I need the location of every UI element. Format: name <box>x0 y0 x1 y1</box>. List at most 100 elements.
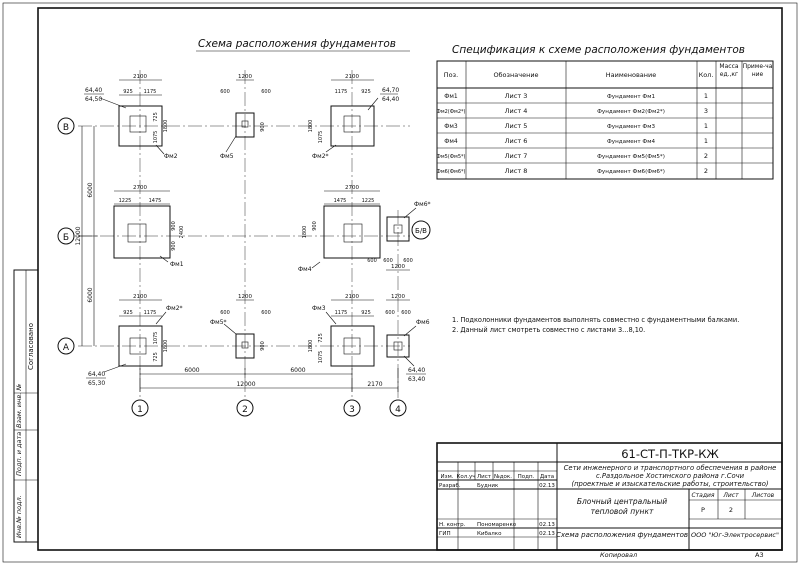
svg-text:1200: 1200 <box>391 264 405 270</box>
svg-text:1: 1 <box>137 405 143 415</box>
svg-text:600: 600 <box>403 258 413 264</box>
footing-a2: 1200 600 600 900 Фм5* <box>210 294 271 359</box>
svg-text:1800: 1800 <box>302 226 308 239</box>
note-1: 1. Подколонники фундаментов выполнять со… <box>452 316 739 324</box>
title-block: 61-СТ-П-ТКР-КЖ Сети инженерного и трансп… <box>436 442 783 551</box>
label-fm6s-b: Фм6* <box>414 201 431 208</box>
spec-cell-name: Фундамент Фм2(Фм2*) <box>597 109 665 115</box>
axis-col-2: 2 <box>236 399 254 417</box>
svg-text:925: 925 <box>123 310 133 316</box>
spec-cell-name: Фундамент Фм3 <box>607 124 655 130</box>
spec-cell-pos: Фм3 <box>444 123 458 130</box>
spec-title: Спецификация к схеме расположения фундам… <box>452 44 745 56</box>
svg-text:900: 900 <box>171 221 177 231</box>
spec-head-qty: Кол. <box>699 71 714 79</box>
side-stamp: Согласовано Взам. инв. № Подп. и дата Ин… <box>13 269 39 543</box>
stamp-nkontr-name: Пономаренко <box>477 522 517 528</box>
elev-a-bot-left: 65,30 <box>88 380 105 387</box>
dim-bot-12000: 12000 <box>236 381 255 388</box>
stamp-project-2: с.Раздольное Хостинского района г.Сочи <box>596 472 745 480</box>
dim-bot-6000b: 6000 <box>290 367 305 374</box>
side-sign-date: Подп. и дата <box>15 432 23 476</box>
stamp-gip-label: ГИП <box>439 531 451 537</box>
axis-row-A: А <box>57 337 75 355</box>
stamp-sheet: 2 <box>729 506 733 514</box>
elev-v-top-left: 64,40 <box>85 87 102 94</box>
svg-text:2100: 2100 <box>345 74 359 80</box>
svg-text:1175: 1175 <box>144 89 157 95</box>
svg-text:1075: 1075 <box>318 131 324 144</box>
svg-text:1225: 1225 <box>362 198 375 204</box>
label-fm5-v: Фм5 <box>220 153 234 160</box>
svg-text:2700: 2700 <box>345 185 359 191</box>
svg-text:1800: 1800 <box>163 340 169 353</box>
svg-text:600: 600 <box>220 89 230 95</box>
dim-left-6000b: 6000 <box>87 287 94 302</box>
elev-a-bot-right: 63,40 <box>408 376 425 383</box>
footing-b3: 2700 1475 1225 1800 900 600 Фм4 <box>298 185 381 273</box>
svg-text:1075: 1075 <box>153 131 159 144</box>
stamp-head-podp: Подп. <box>518 474 535 480</box>
stamp-object-1: Блочный центральный <box>577 497 667 506</box>
footing-a4: 1200 600 600 Фм6 64,40 63,40 <box>385 294 429 383</box>
spec-cell-designation: Лист 3 <box>505 92 528 100</box>
svg-text:1075: 1075 <box>318 351 324 364</box>
stamp-project-3: (проектные и изыскательские работы, стро… <box>571 480 768 488</box>
svg-text:1175: 1175 <box>335 89 348 95</box>
label-fm4-b: Фм4 <box>298 266 312 273</box>
spec-cell-pos: Фм1 <box>444 93 458 100</box>
svg-text:900: 900 <box>260 341 266 351</box>
svg-text:925: 925 <box>361 89 371 95</box>
svg-text:725: 725 <box>153 112 159 122</box>
svg-text:2700: 2700 <box>133 185 147 191</box>
spec-cell-designation: Лист 5 <box>505 122 528 130</box>
spec-cell-pos: Фм4 <box>444 138 458 145</box>
spec-cell-designation: Лист 7 <box>505 152 528 160</box>
spec-cell-qty: 2 <box>704 167 708 175</box>
svg-text:2: 2 <box>242 405 248 415</box>
stamp-gip-date: 02.13 <box>539 531 555 537</box>
side-agreed: Согласовано <box>27 323 35 370</box>
axis-col-3: 3 <box>343 399 361 417</box>
spec-cell-name: Фундамент Фм1 <box>607 94 655 100</box>
svg-text:1200: 1200 <box>238 294 252 300</box>
svg-text:600: 600 <box>383 258 393 264</box>
footing-b1: 2700 1225 1475 2400 900 900 Фм1 <box>113 185 185 268</box>
spec-head-name: Наименование <box>606 71 657 79</box>
svg-text:А: А <box>63 343 70 353</box>
spec-cell-qty: 3 <box>704 107 708 115</box>
spec-cell-qty: 1 <box>704 122 708 130</box>
svg-text:1200: 1200 <box>238 74 252 80</box>
svg-text:900: 900 <box>260 122 266 132</box>
svg-text:2100: 2100 <box>133 74 147 80</box>
stamp-nkontr-label: Н. контр. <box>439 522 466 528</box>
svg-text:1800: 1800 <box>308 340 314 353</box>
label-fm5s-a: Фм5* <box>210 319 227 326</box>
svg-text:1175: 1175 <box>335 310 348 316</box>
svg-text:В: В <box>63 123 69 133</box>
footing-v1: 2100 925 1175 1800 725 1075 64,40 64,50 … <box>84 74 178 160</box>
stamp-sheets-label: Листов <box>751 492 775 499</box>
stamp-stage: Р <box>701 506 705 514</box>
axis-row-BV: Б/В <box>411 220 431 240</box>
spec-head-designation: Обозначение <box>493 71 538 79</box>
stamp-sheet-label: Лист <box>722 492 739 499</box>
axis-row-B: Б <box>57 227 75 245</box>
stamp-company: ООО "Юг-Электросервис" <box>691 531 779 539</box>
dim-left-12000: 12000 <box>75 226 82 245</box>
axis-col-4: 4 <box>389 399 407 417</box>
footing-a3: 2100 1175 925 1800 725 1075 Фм3 <box>308 294 375 367</box>
svg-text:725: 725 <box>153 352 159 362</box>
spec-table: Поз. Обозначение Наименование Кол. Масса… <box>436 60 774 180</box>
label-fm3-a: Фм3 <box>312 305 326 312</box>
label-fm6-a: Фм6 <box>416 319 430 326</box>
svg-text:925: 925 <box>123 89 133 95</box>
spec-cell-qty: 1 <box>704 92 708 100</box>
svg-text:2400: 2400 <box>179 226 185 239</box>
left-dimensions: 6000 6000 12000 <box>75 126 98 346</box>
svg-text:600: 600 <box>261 89 271 95</box>
stamp-razrab-date: 02.13 <box>539 483 555 489</box>
